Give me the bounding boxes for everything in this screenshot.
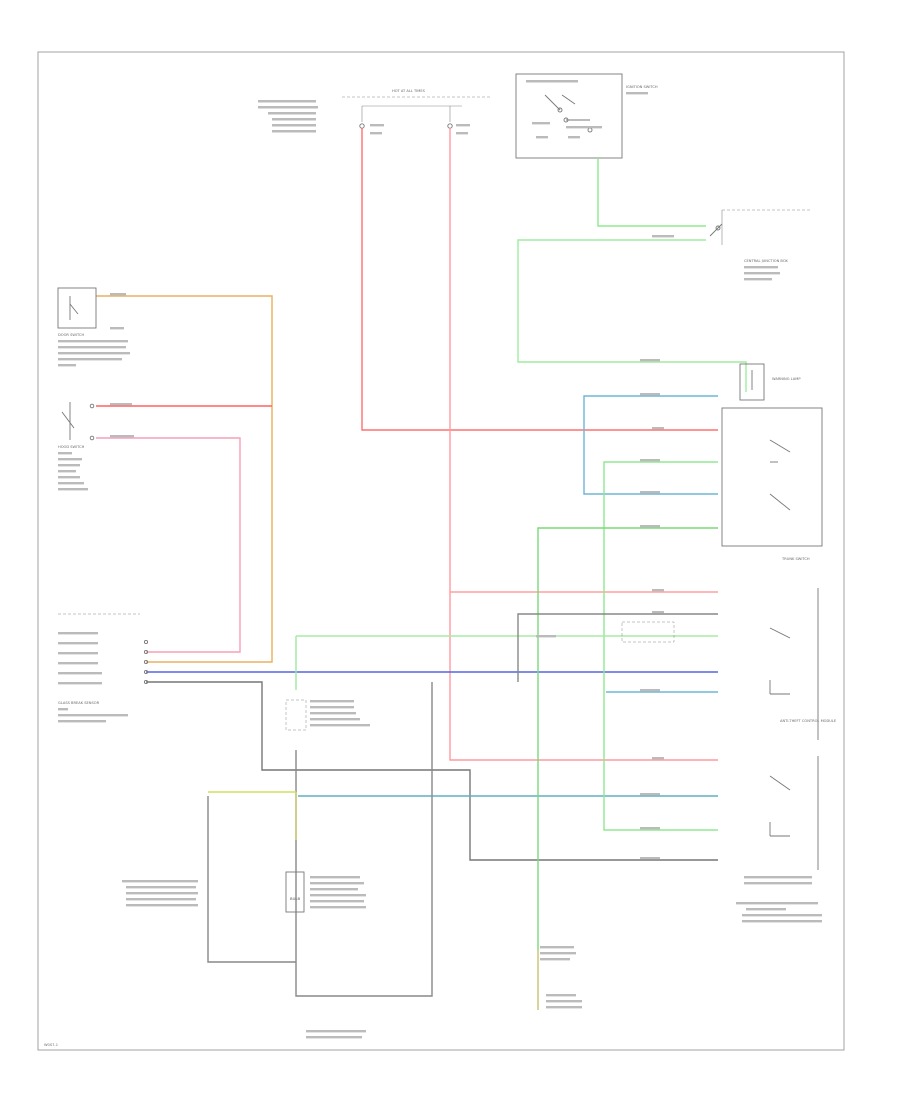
wire-blue	[146, 671, 718, 861]
footer-code: W0S7-1	[44, 1043, 58, 1047]
hood-switch-left: HOOD SWITCH	[58, 402, 95, 491]
trunk-switch: WARNING LAMP TRUNK SWITCH	[721, 363, 823, 561]
hood-switch-label: HOOD SWITCH	[58, 445, 85, 449]
glass-break-sensor: ANTI-THEFT CONTROL MODULE	[621, 588, 837, 740]
glass-sensor-label: ANTI-THEFT CONTROL MODULE	[780, 719, 837, 723]
fuse-box-text-left	[258, 100, 318, 133]
wire-green-trunk	[295, 461, 718, 1010]
relay-text-left	[122, 880, 198, 907]
trunk-switch-label: TRUNK SWITCH	[781, 557, 810, 561]
anti-theft-module: GLASS BREAK SENSOR	[58, 613, 149, 723]
wire-red-hood	[96, 405, 272, 653]
central-junction-label: CENTRAL JUNCTION BOX	[744, 259, 788, 263]
door-switch-left: DOOR SWITCH	[57, 287, 130, 367]
wire-red-main	[361, 128, 718, 761]
bulb-module: BULB	[285, 699, 370, 913]
ignition-switch-label: IGNITION SWITCH	[626, 85, 658, 89]
door-switch-label: DOOR SWITCH	[58, 333, 84, 337]
fuse-box-label: HOT AT ALL TIMES	[392, 89, 426, 93]
ignition-switch: IGNITION SWITCH	[515, 73, 658, 159]
fuse-box-top: HOT AT ALL TIMES	[258, 89, 490, 135]
bulb-label: BULB	[290, 896, 300, 901]
wire-yellow-green	[208, 791, 297, 840]
bottom-labels	[306, 946, 582, 1039]
wire-orange	[96, 295, 273, 663]
diagram-frame	[37, 51, 845, 1051]
wire-tags	[110, 235, 674, 860]
wire-gray	[207, 613, 718, 997]
pcm-label: GLASS BREAK SENSOR	[58, 701, 100, 705]
wire-green-ignition	[517, 158, 747, 392]
hood-switch-right	[736, 756, 822, 923]
warning-lamp-label: WARNING LAMP	[772, 377, 801, 381]
central-junction-box: CENTRAL JUNCTION BOX	[709, 209, 812, 281]
wire-cyan	[298, 395, 718, 797]
